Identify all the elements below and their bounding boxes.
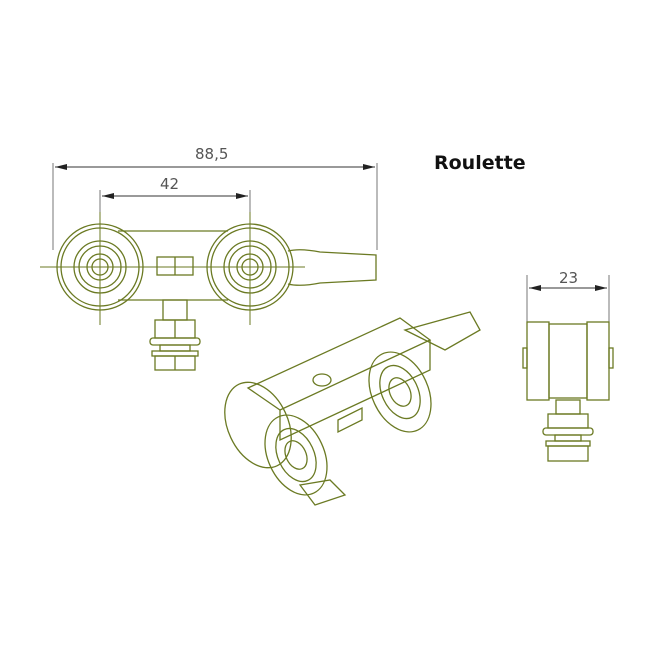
dimension-wheel-spacing: [99, 190, 251, 215]
side-view: [522, 321, 614, 462]
dimension-width-label: 23: [559, 269, 578, 287]
dimension-spacing-label: 42: [160, 175, 179, 193]
dimension-width: [526, 275, 610, 322]
dimension-overall-label: 88,5: [195, 145, 228, 163]
isometric-view: [224, 311, 481, 506]
drawing-title: Roulette: [434, 152, 526, 174]
front-view: [40, 212, 377, 371]
dimension-overall: [52, 163, 378, 250]
